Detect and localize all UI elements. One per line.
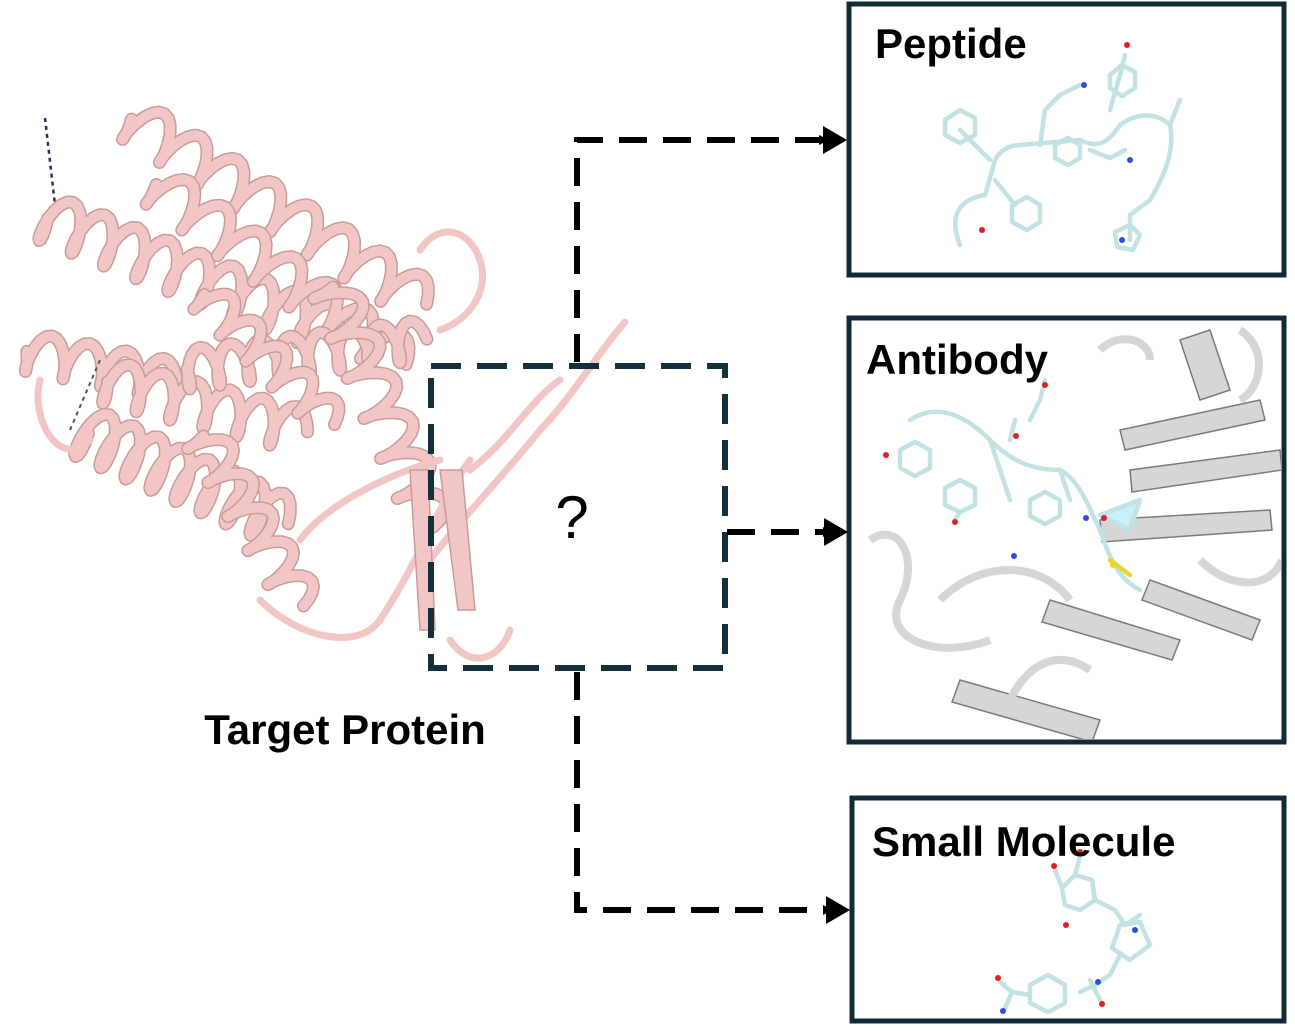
peptide-panel: Peptide [846,1,1287,278]
protein-helix [141,174,414,370]
target-protein-structure [19,105,629,662]
peptide-label: Peptide [875,20,1027,67]
question-mark: ? [555,484,588,551]
arrowhead-peptide [823,126,847,154]
protein-helix [69,409,296,541]
peptide-structure [942,52,1183,253]
arrows [574,135,833,915]
arrowheads [823,126,850,924]
small-molecule-structure [997,853,1153,1015]
target-protein-label: Target Protein [204,706,486,753]
small-molecule-label: Small Molecule [872,818,1175,865]
antibody-ribbon [867,326,1281,739]
protein-helix [182,431,319,611]
antibody-panel: Antibody [846,315,1287,745]
protein-helix [181,316,432,394]
protein-helix [33,197,344,348]
arrowhead-antibody [824,518,848,546]
protein-helix [117,107,434,310]
arrow-to-small-molecule [574,672,833,915]
protein-helix [97,359,313,451]
small-molecule-panel: Small Molecule [849,795,1287,1024]
arrowhead-small-molecule [826,896,850,924]
binding-site-dashed-box [428,363,728,671]
protein-helix [188,289,344,430]
antibody-label: Antibody [866,336,1049,383]
arrow-to-peptide [574,135,829,362]
